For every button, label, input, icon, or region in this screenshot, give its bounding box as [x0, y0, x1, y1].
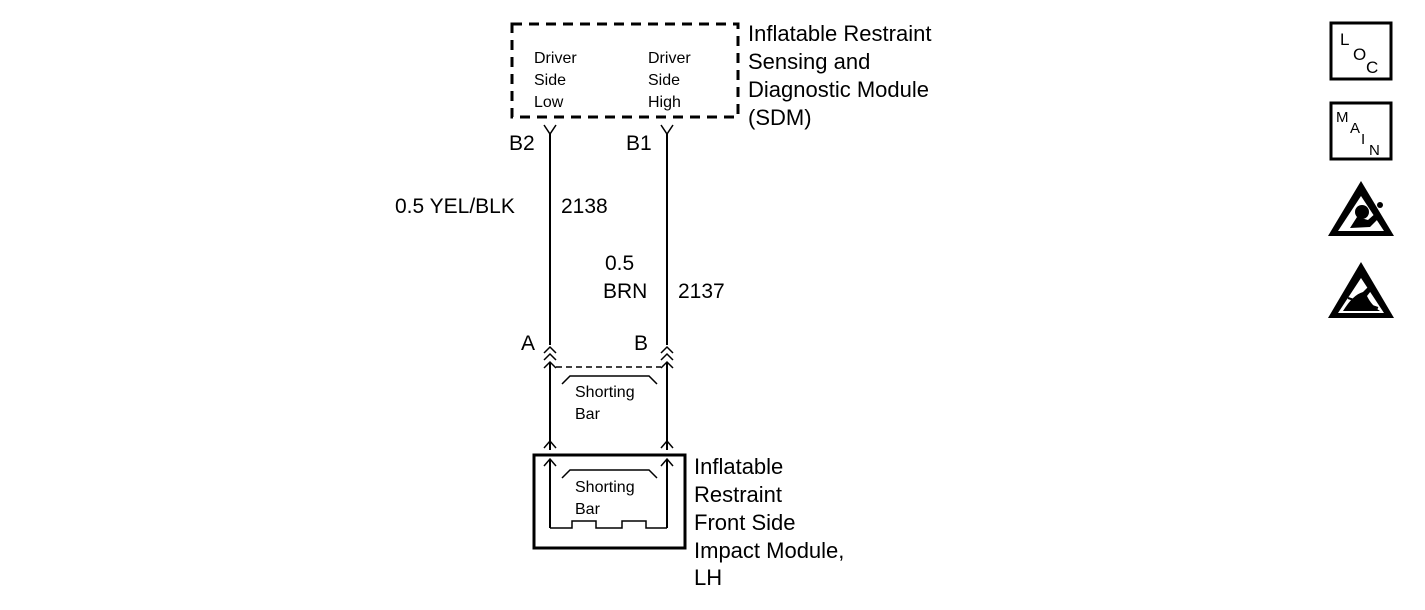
sdm-dashed-box	[510, 22, 740, 119]
terminal-b2-symbol	[543, 124, 557, 136]
loc-icon[interactable]: L O C	[1329, 21, 1393, 81]
main-icon[interactable]: M A I N	[1329, 101, 1393, 161]
sdm-title: Inflatable Restraint Sensing and Diagnos…	[748, 21, 938, 130]
sdm-pin-low-label: Driver Side Low	[534, 50, 581, 111]
svg-text:C: C	[1366, 58, 1378, 77]
module-pin-a-arrow	[543, 439, 557, 449]
wire-2137-color-label: BRN	[603, 280, 647, 303]
esd-warning-icon[interactable]	[1328, 262, 1394, 318]
wire-2137-gauge-label: 0.5	[605, 252, 634, 275]
connector-pin-a-label: A	[521, 332, 535, 355]
pin-b2-label: B2	[509, 132, 535, 155]
pin-b1-label: B1	[626, 132, 652, 155]
svg-text:I: I	[1361, 131, 1365, 148]
module-shorting-bar-label: Shorting Bar	[575, 479, 639, 518]
svg-text:M: M	[1336, 109, 1349, 126]
wire-2137-circuit-label: 2137	[678, 280, 725, 303]
module-internal-bottom	[550, 520, 667, 529]
svg-text:L: L	[1340, 30, 1349, 49]
svg-text:A: A	[1350, 120, 1360, 137]
terminal-b1-symbol	[660, 124, 674, 136]
connector-pin-b-label: B	[634, 332, 648, 355]
module-pin-b-arrow	[660, 439, 674, 449]
svg-text:N: N	[1369, 142, 1380, 159]
wire-2138-color-label: 0.5 YEL/BLK	[395, 195, 515, 218]
svg-text:O: O	[1353, 45, 1366, 64]
wire-2138-circuit-label: 2138	[561, 195, 608, 218]
impact-module-title: Inflatable Restraint Front Side Impact M…	[694, 454, 851, 590]
connector-shorting-bar-label: Shorting Bar	[575, 384, 639, 423]
sdm-pin-high-label: Driver Side High	[648, 50, 695, 111]
impact-module-box	[532, 453, 687, 550]
module-shorting-bar	[561, 469, 658, 479]
connector-shorting-bar	[561, 375, 658, 385]
airbag-warning-icon[interactable]	[1328, 181, 1394, 236]
